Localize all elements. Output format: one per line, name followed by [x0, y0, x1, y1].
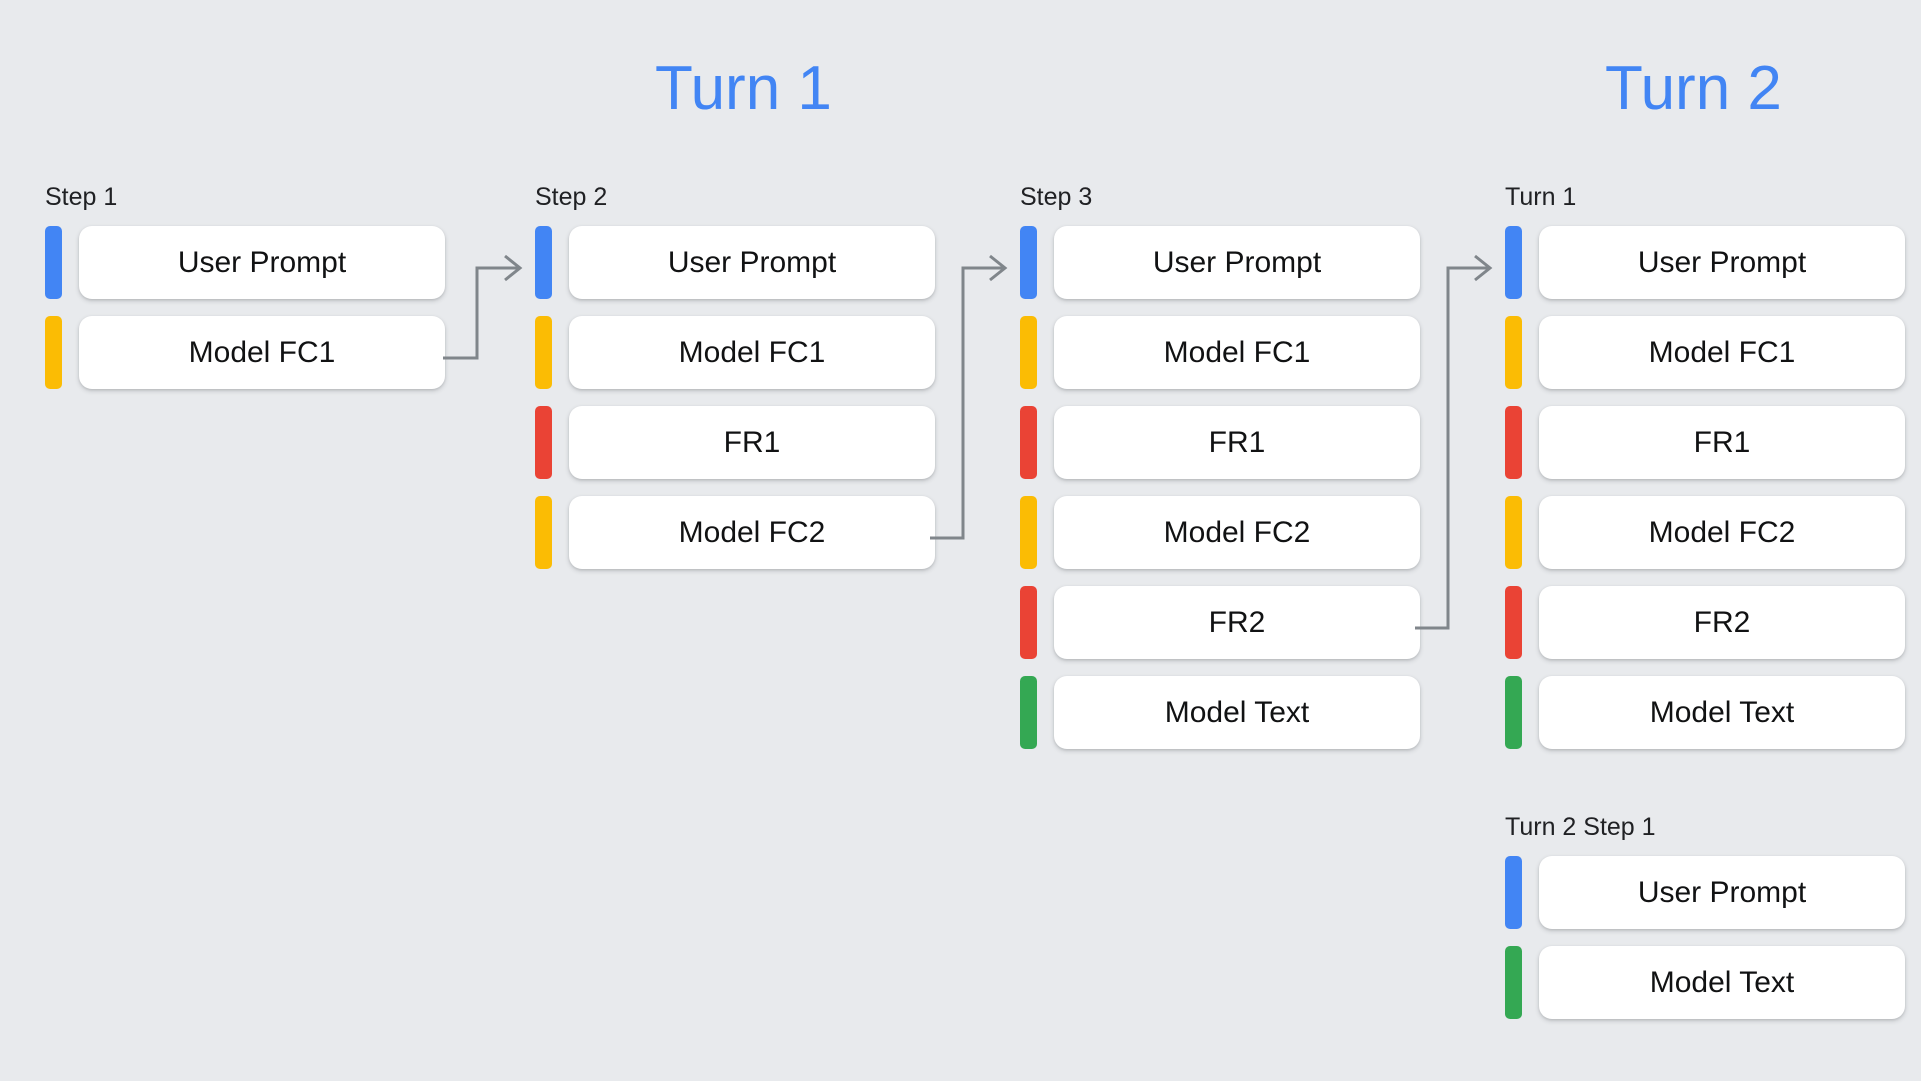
list-item[interactable]: Model FC2 — [1505, 496, 1905, 569]
list-item[interactable]: User Prompt — [535, 226, 935, 299]
status-bar-yellow — [535, 496, 552, 569]
list-item[interactable]: FR2 — [1505, 586, 1905, 659]
status-bar-red — [1505, 406, 1522, 479]
status-bar-red — [1505, 586, 1522, 659]
arrow-step-1-to-step-2 — [443, 254, 523, 360]
card-label[interactable]: Model FC1 — [79, 316, 445, 389]
column-header-step-3: Step 3 — [1020, 183, 1093, 211]
status-bar-yellow — [535, 316, 552, 389]
card-label[interactable]: Model FC2 — [569, 496, 935, 569]
status-bar-yellow — [1505, 316, 1522, 389]
status-bar-blue — [1020, 226, 1037, 299]
column-header-turn-2-step-1: Turn 2 Step 1 — [1505, 813, 1656, 841]
card-label[interactable]: User Prompt — [1054, 226, 1420, 299]
status-bar-blue — [1505, 226, 1522, 299]
arrow-step-3-to-turn-1-final — [1415, 254, 1493, 630]
status-bar-green — [1020, 676, 1037, 749]
status-bar-green — [1505, 676, 1522, 749]
status-bar-yellow — [1020, 496, 1037, 569]
list-item[interactable]: User Prompt — [1505, 226, 1905, 299]
card-label[interactable]: FR1 — [569, 406, 935, 479]
list-item[interactable]: Model FC2 — [1020, 496, 1420, 569]
card-label[interactable]: Model Text — [1539, 676, 1905, 749]
column-header-turn-1-final: Turn 1 — [1505, 183, 1577, 211]
column-step-3: Step 3 User Prompt Model FC1 FR1 Model F… — [1020, 185, 1420, 749]
column-step-2: Step 2 User Prompt Model FC1 FR1 Model F… — [535, 185, 935, 569]
list-item[interactable]: Model FC1 — [45, 316, 445, 389]
list-item[interactable]: FR1 — [1505, 406, 1905, 479]
list-item[interactable]: Model Text — [1020, 676, 1420, 749]
status-bar-red — [535, 406, 552, 479]
status-bar-blue — [535, 226, 552, 299]
column-turn-2-step-1: Turn 2 Step 1 User Prompt Model Text — [1505, 815, 1905, 1019]
list-item[interactable]: User Prompt — [1505, 856, 1905, 929]
status-bar-red — [1020, 406, 1037, 479]
column-step-1: Step 1 User Prompt Model FC1 — [45, 185, 445, 389]
card-label[interactable]: Model FC1 — [1054, 316, 1420, 389]
status-bar-blue — [1505, 856, 1522, 929]
card-label[interactable]: Model FC2 — [1054, 496, 1420, 569]
list-item[interactable]: Model FC1 — [1020, 316, 1420, 389]
column-header-step-2: Step 2 — [535, 183, 608, 211]
list-item[interactable]: Model FC1 — [535, 316, 935, 389]
card-label[interactable]: User Prompt — [1539, 226, 1905, 299]
status-bar-blue — [45, 226, 62, 299]
card-label[interactable]: Model Text — [1539, 946, 1905, 1019]
card-label[interactable]: Model FC2 — [1539, 496, 1905, 569]
list-item[interactable]: Model Text — [1505, 946, 1905, 1019]
list-item[interactable]: User Prompt — [1020, 226, 1420, 299]
card-label[interactable]: Model FC1 — [569, 316, 935, 389]
list-item[interactable]: Model Text — [1505, 676, 1905, 749]
list-item[interactable]: FR1 — [535, 406, 935, 479]
list-item[interactable]: FR2 — [1020, 586, 1420, 659]
status-bar-red — [1020, 586, 1037, 659]
list-item[interactable]: FR1 — [1020, 406, 1420, 479]
section-title-turn-1: Turn 1 — [655, 54, 832, 123]
card-label[interactable]: FR1 — [1054, 406, 1420, 479]
column-header-step-1: Step 1 — [45, 183, 118, 211]
card-label[interactable]: FR1 — [1539, 406, 1905, 479]
status-bar-green — [1505, 946, 1522, 1019]
card-label[interactable]: Model Text — [1054, 676, 1420, 749]
card-label[interactable]: User Prompt — [569, 226, 935, 299]
list-item[interactable]: User Prompt — [45, 226, 445, 299]
card-label[interactable]: User Prompt — [79, 226, 445, 299]
card-label[interactable]: Model FC1 — [1539, 316, 1905, 389]
status-bar-yellow — [45, 316, 62, 389]
status-bar-yellow — [1505, 496, 1522, 569]
card-label[interactable]: FR2 — [1539, 586, 1905, 659]
arrow-step-2-to-step-3 — [930, 254, 1008, 540]
section-title-turn-2: Turn 2 — [1605, 54, 1782, 123]
card-label[interactable]: User Prompt — [1539, 856, 1905, 929]
list-item[interactable]: Model FC2 — [535, 496, 935, 569]
list-item[interactable]: Model FC1 — [1505, 316, 1905, 389]
column-turn-1-final: Turn 1 User Prompt Model FC1 FR1 Model F… — [1505, 185, 1905, 749]
status-bar-yellow — [1020, 316, 1037, 389]
card-label[interactable]: FR2 — [1054, 586, 1420, 659]
